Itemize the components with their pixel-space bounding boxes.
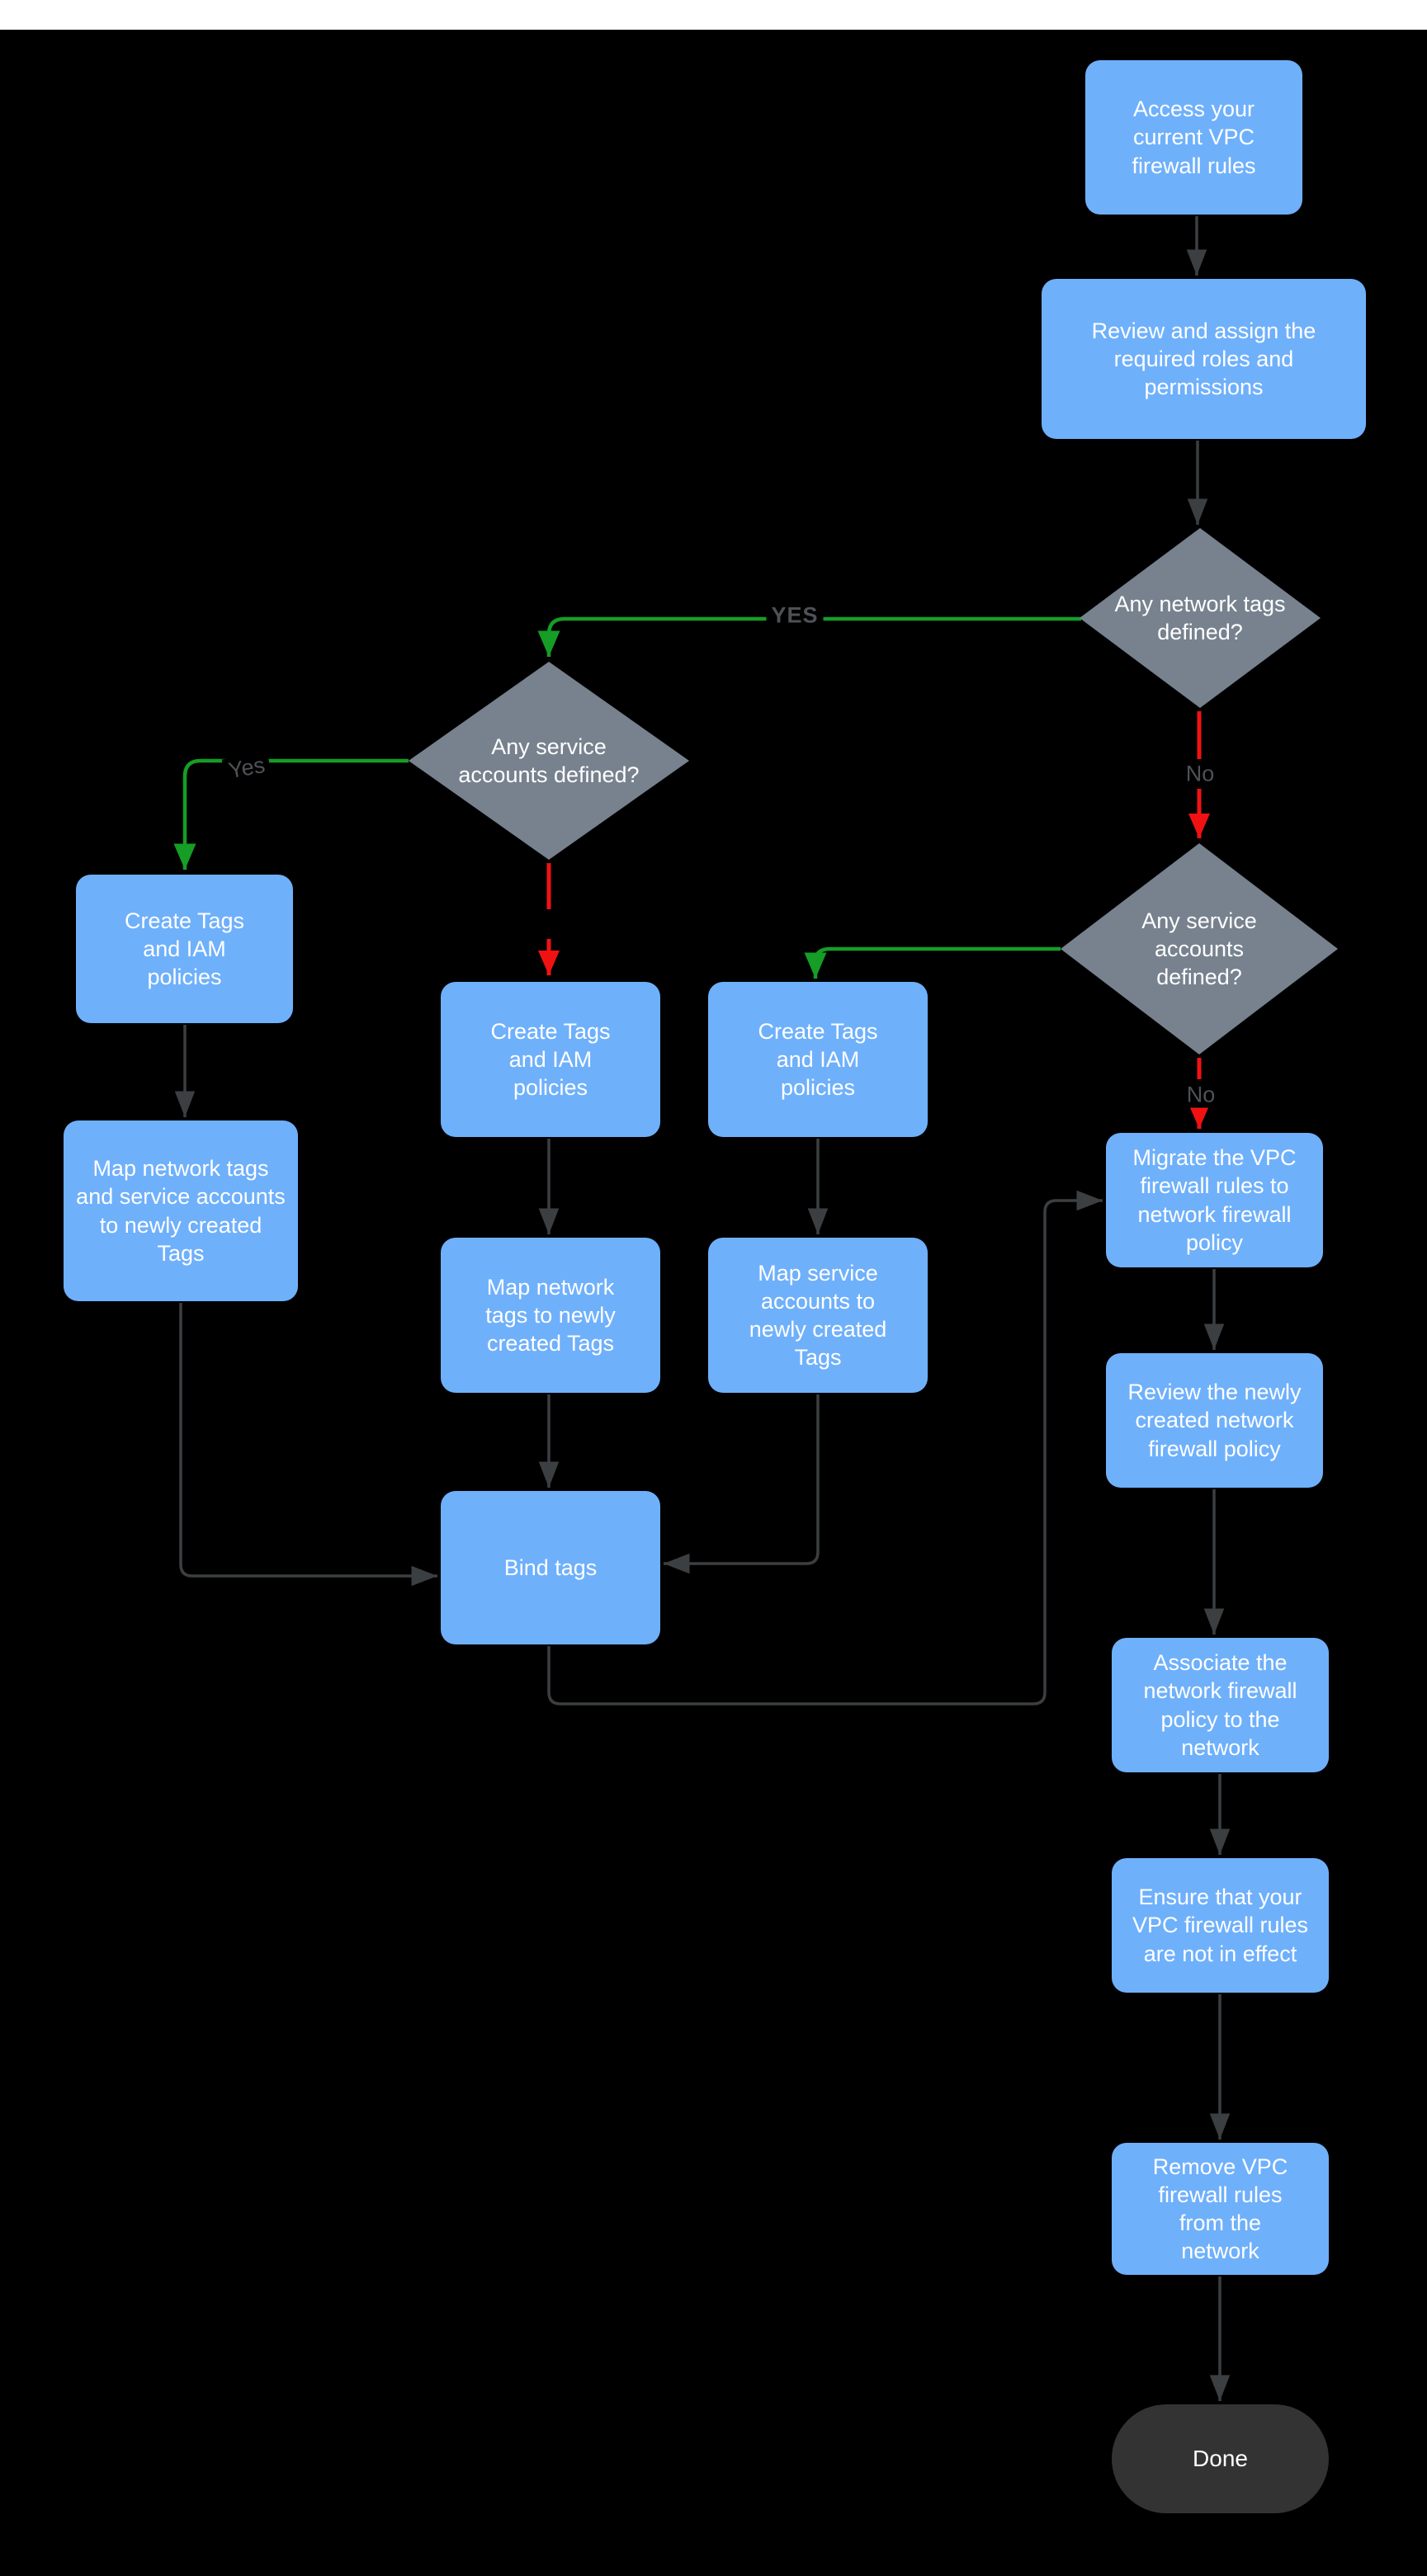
edge-label-no-top: No bbox=[1180, 761, 1220, 787]
node-remove-vpc-rules: Remove VPC firewall rules from the netwo… bbox=[1112, 2143, 1329, 2275]
node-bind-tags: Bind tags bbox=[441, 1491, 660, 1644]
edge-label-no-bottom: No bbox=[1181, 1082, 1221, 1108]
edge-serviceleft-yes bbox=[173, 758, 409, 870]
node-associate-policy: Associate the network firewall policy to… bbox=[1112, 1638, 1329, 1772]
edge-bind-migrate bbox=[547, 1190, 1103, 1706]
node-review-roles-permissions: Review and assign the required roles and… bbox=[1042, 279, 1366, 439]
node-create-tags-right: Create Tags and IAM policies bbox=[708, 982, 928, 1137]
edge-mapservice-bind bbox=[664, 1394, 820, 1574]
edge-serviceright-yes bbox=[804, 946, 1061, 979]
node-map-service-accounts: Map service accounts to newly created Ta… bbox=[708, 1238, 928, 1393]
node-done-terminator: Done bbox=[1112, 2404, 1329, 2513]
node-create-tags-left: Create Tags and IAM policies bbox=[76, 875, 293, 1023]
node-migrate-vpc-rules: Migrate the VPC firewall rules to networ… bbox=[1106, 1133, 1323, 1267]
node-create-tags-mid: Create Tags and IAM policies bbox=[441, 982, 660, 1137]
node-map-network-tags: Map network tags to newly created Tags bbox=[441, 1238, 660, 1393]
top-white-bar bbox=[0, 0, 1427, 30]
edge-networktags-yes bbox=[537, 616, 1081, 657]
node-access-vpc-rules: Access your current VPC firewall rules bbox=[1085, 60, 1302, 215]
node-ensure-rules-not-in-effect: Ensure that your VPC firewall rules are … bbox=[1112, 1858, 1329, 1993]
edge-mapboth-bind bbox=[179, 1303, 437, 1587]
node-map-network-and-service: Map network tags and service accounts to… bbox=[64, 1121, 298, 1301]
edge-label-yes-caps: YES bbox=[766, 602, 824, 629]
node-review-firewall-policy: Review the newly created network firewal… bbox=[1106, 1353, 1323, 1488]
